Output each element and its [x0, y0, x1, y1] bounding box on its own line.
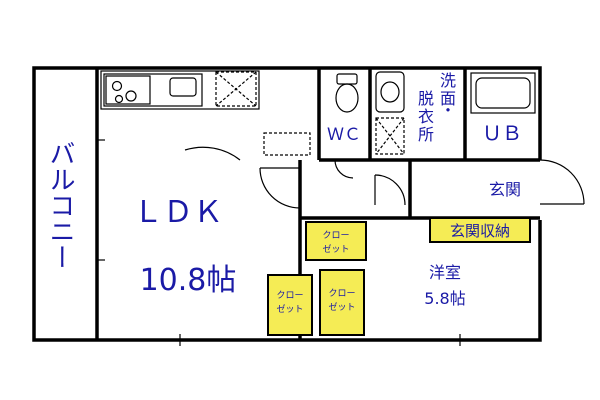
svg-text:脱: 脱	[418, 89, 434, 108]
entrance-label: 玄関	[489, 180, 521, 199]
svg-text:ゼット: ゼット	[276, 303, 303, 315]
svg-text:所: 所	[418, 125, 434, 144]
ub-label: ＵＢ	[482, 121, 522, 145]
window-marks	[97, 139, 461, 346]
ldk-label: ＬＤＫ	[133, 195, 223, 230]
svg-text:衣: 衣	[418, 107, 434, 126]
western-room-size-label: 5.8帖	[424, 289, 465, 308]
bathtub-icon	[470, 72, 536, 114]
step-icon	[263, 132, 311, 156]
doors	[184, 146, 585, 209]
closet-3-label: クロー ゼット	[328, 288, 355, 313]
stove-burner-icon	[114, 94, 124, 104]
closet-2-box	[267, 274, 313, 336]
svg-text:ゼット: ゼット	[328, 301, 355, 313]
svg-text:面: 面	[440, 89, 456, 108]
fridge-space-icon	[215, 71, 257, 107]
stove-burner-icon	[125, 90, 137, 102]
balcony-label: バルコニー	[45, 140, 75, 270]
washbasin-icon	[375, 71, 405, 113]
entrance-storage-box	[429, 217, 531, 243]
closet-1-label: クロー ゼット	[322, 230, 349, 255]
closet-1-box	[305, 221, 367, 261]
svg-text:クロー: クロー	[328, 288, 355, 299]
wc-label: ＷＣ	[327, 125, 361, 145]
svg-text:クロー: クロー	[322, 230, 349, 241]
entrance-storage-label: 玄関収納	[450, 222, 510, 240]
closet-2-label: クロー ゼット	[276, 290, 303, 315]
sink-icon	[169, 77, 197, 97]
svg-text:クロー: クロー	[276, 290, 303, 301]
svg-text:ゼット: ゼット	[322, 243, 349, 255]
ldk-size-label: 10.8帖	[140, 263, 237, 298]
western-room-label: 洋室	[429, 263, 461, 282]
kitchen-counter	[100, 70, 260, 110]
laundry-space-icon	[375, 117, 405, 155]
svg-text:洗: 洗	[440, 71, 456, 90]
closet-3-box	[319, 269, 365, 336]
outer-walls	[32, 66, 542, 342]
washroom-label: 洗 面 ・ 脱 衣 所	[418, 71, 456, 144]
stove-burner-icon	[111, 80, 123, 92]
svg-text:・: ・	[440, 101, 456, 120]
toilet-icon	[335, 73, 359, 113]
